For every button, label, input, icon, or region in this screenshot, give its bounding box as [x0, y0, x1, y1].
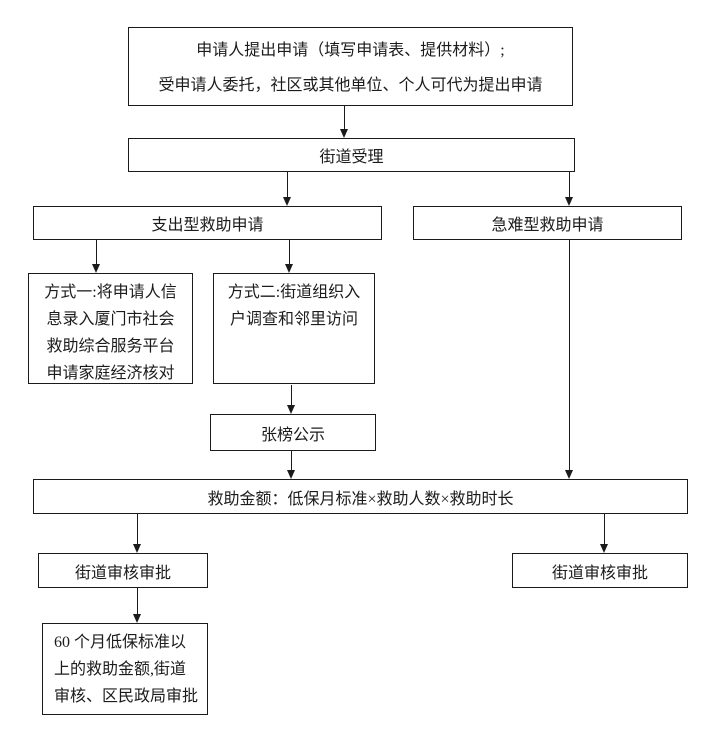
node-district-civil-affairs-approval: 60 个月低保标准以 上的救助金额,街道 审核、区民政局审批 — [42, 623, 208, 715]
arrow-accept-to-expense — [282, 172, 291, 206]
arrow-apply-to-accept — [339, 106, 348, 138]
arrow-method-two-to-publicity — [286, 385, 295, 414]
node-public-announcement: 张榜公示 — [210, 414, 376, 451]
node-method-two: 方式二:街道组织入 户调查和邻里访问 — [213, 273, 375, 384]
arrow-accept-to-urgent — [564, 172, 573, 206]
node-emergency-type-application: 急难型救助申请 — [413, 206, 682, 240]
arrow-amount-to-review-left — [132, 514, 141, 553]
arrow-expense-to-method-one — [91, 240, 100, 273]
arrow-urgent-to-amount — [564, 240, 573, 479]
node-street-acceptance: 街道受理 — [128, 138, 575, 172]
node-method-one: 方式一:将申请人信 息录入厦门市社会 救助综合服务平台 申请家庭经济核对 — [28, 273, 193, 384]
arrow-publicity-to-amount — [286, 451, 295, 479]
arrow-expense-to-method-two — [284, 240, 293, 273]
node-applicant-submission: 申请人提出申请（填写申请表、提供材料）; 受申请人委托，社区或其他单位、个人可代… — [128, 27, 573, 106]
node-assistance-amount-formula: 救助金额：低保月标准×救助人数×救助时长 — [33, 479, 688, 514]
arrow-amount-to-review-right — [599, 514, 608, 553]
arrow-review-left-to-final — [132, 588, 141, 623]
node-street-review-approval-right: 街道审核审批 — [512, 553, 688, 588]
node-expenditure-type-application: 支出型救助申请 — [33, 206, 382, 240]
node-street-review-approval-left: 街道审核审批 — [38, 553, 208, 588]
